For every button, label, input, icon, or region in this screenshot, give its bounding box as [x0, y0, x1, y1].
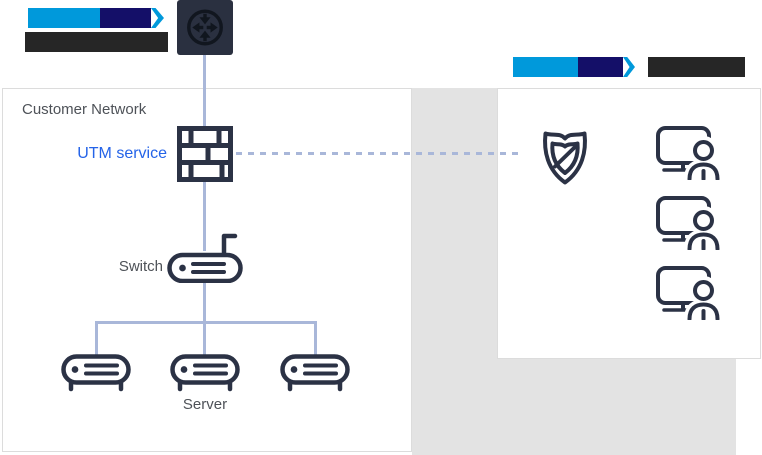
switch-label: Switch — [118, 258, 163, 275]
switch-to-trunk-link — [203, 283, 206, 323]
user-workstation-icon — [656, 196, 722, 250]
switch-icon — [167, 231, 243, 283]
brand-logo-chevron-icon — [623, 57, 635, 77]
utm-to-security-dashed-link — [236, 152, 524, 155]
user-workstation-icon — [656, 266, 722, 320]
brand-logo — [28, 8, 164, 28]
brand-logo-dark-segment — [100, 8, 151, 28]
brand-logo-light-segment — [28, 8, 100, 28]
server-label: Server — [182, 396, 228, 413]
internet-gateway-icon — [177, 0, 233, 55]
trunk-to-server-link — [313, 322, 317, 356]
redacted-text-bar — [648, 57, 745, 77]
security-shield-icon — [537, 126, 593, 186]
brand-logo-light-segment — [513, 57, 578, 77]
firewall-icon — [177, 126, 233, 182]
customer-network-title: Customer Network — [22, 101, 147, 118]
server-icon — [61, 354, 131, 392]
brand-logo-chevron-icon — [151, 8, 164, 28]
server-icon — [170, 354, 240, 392]
server-icon — [280, 354, 350, 392]
trunk-to-server-link — [203, 322, 206, 356]
gateway-arrows-glyph — [187, 9, 223, 46]
internet-to-firewall-link — [203, 55, 206, 128]
brand-logo-dark-segment — [578, 57, 623, 77]
brand-logo-secondary — [513, 57, 635, 77]
firewall-to-switch-link — [203, 182, 206, 251]
redacted-text-bar — [25, 32, 168, 52]
trunk-to-server-link — [94, 322, 98, 356]
utm-service-label: UTM service — [77, 145, 167, 162]
user-workstation-icon — [656, 126, 722, 180]
